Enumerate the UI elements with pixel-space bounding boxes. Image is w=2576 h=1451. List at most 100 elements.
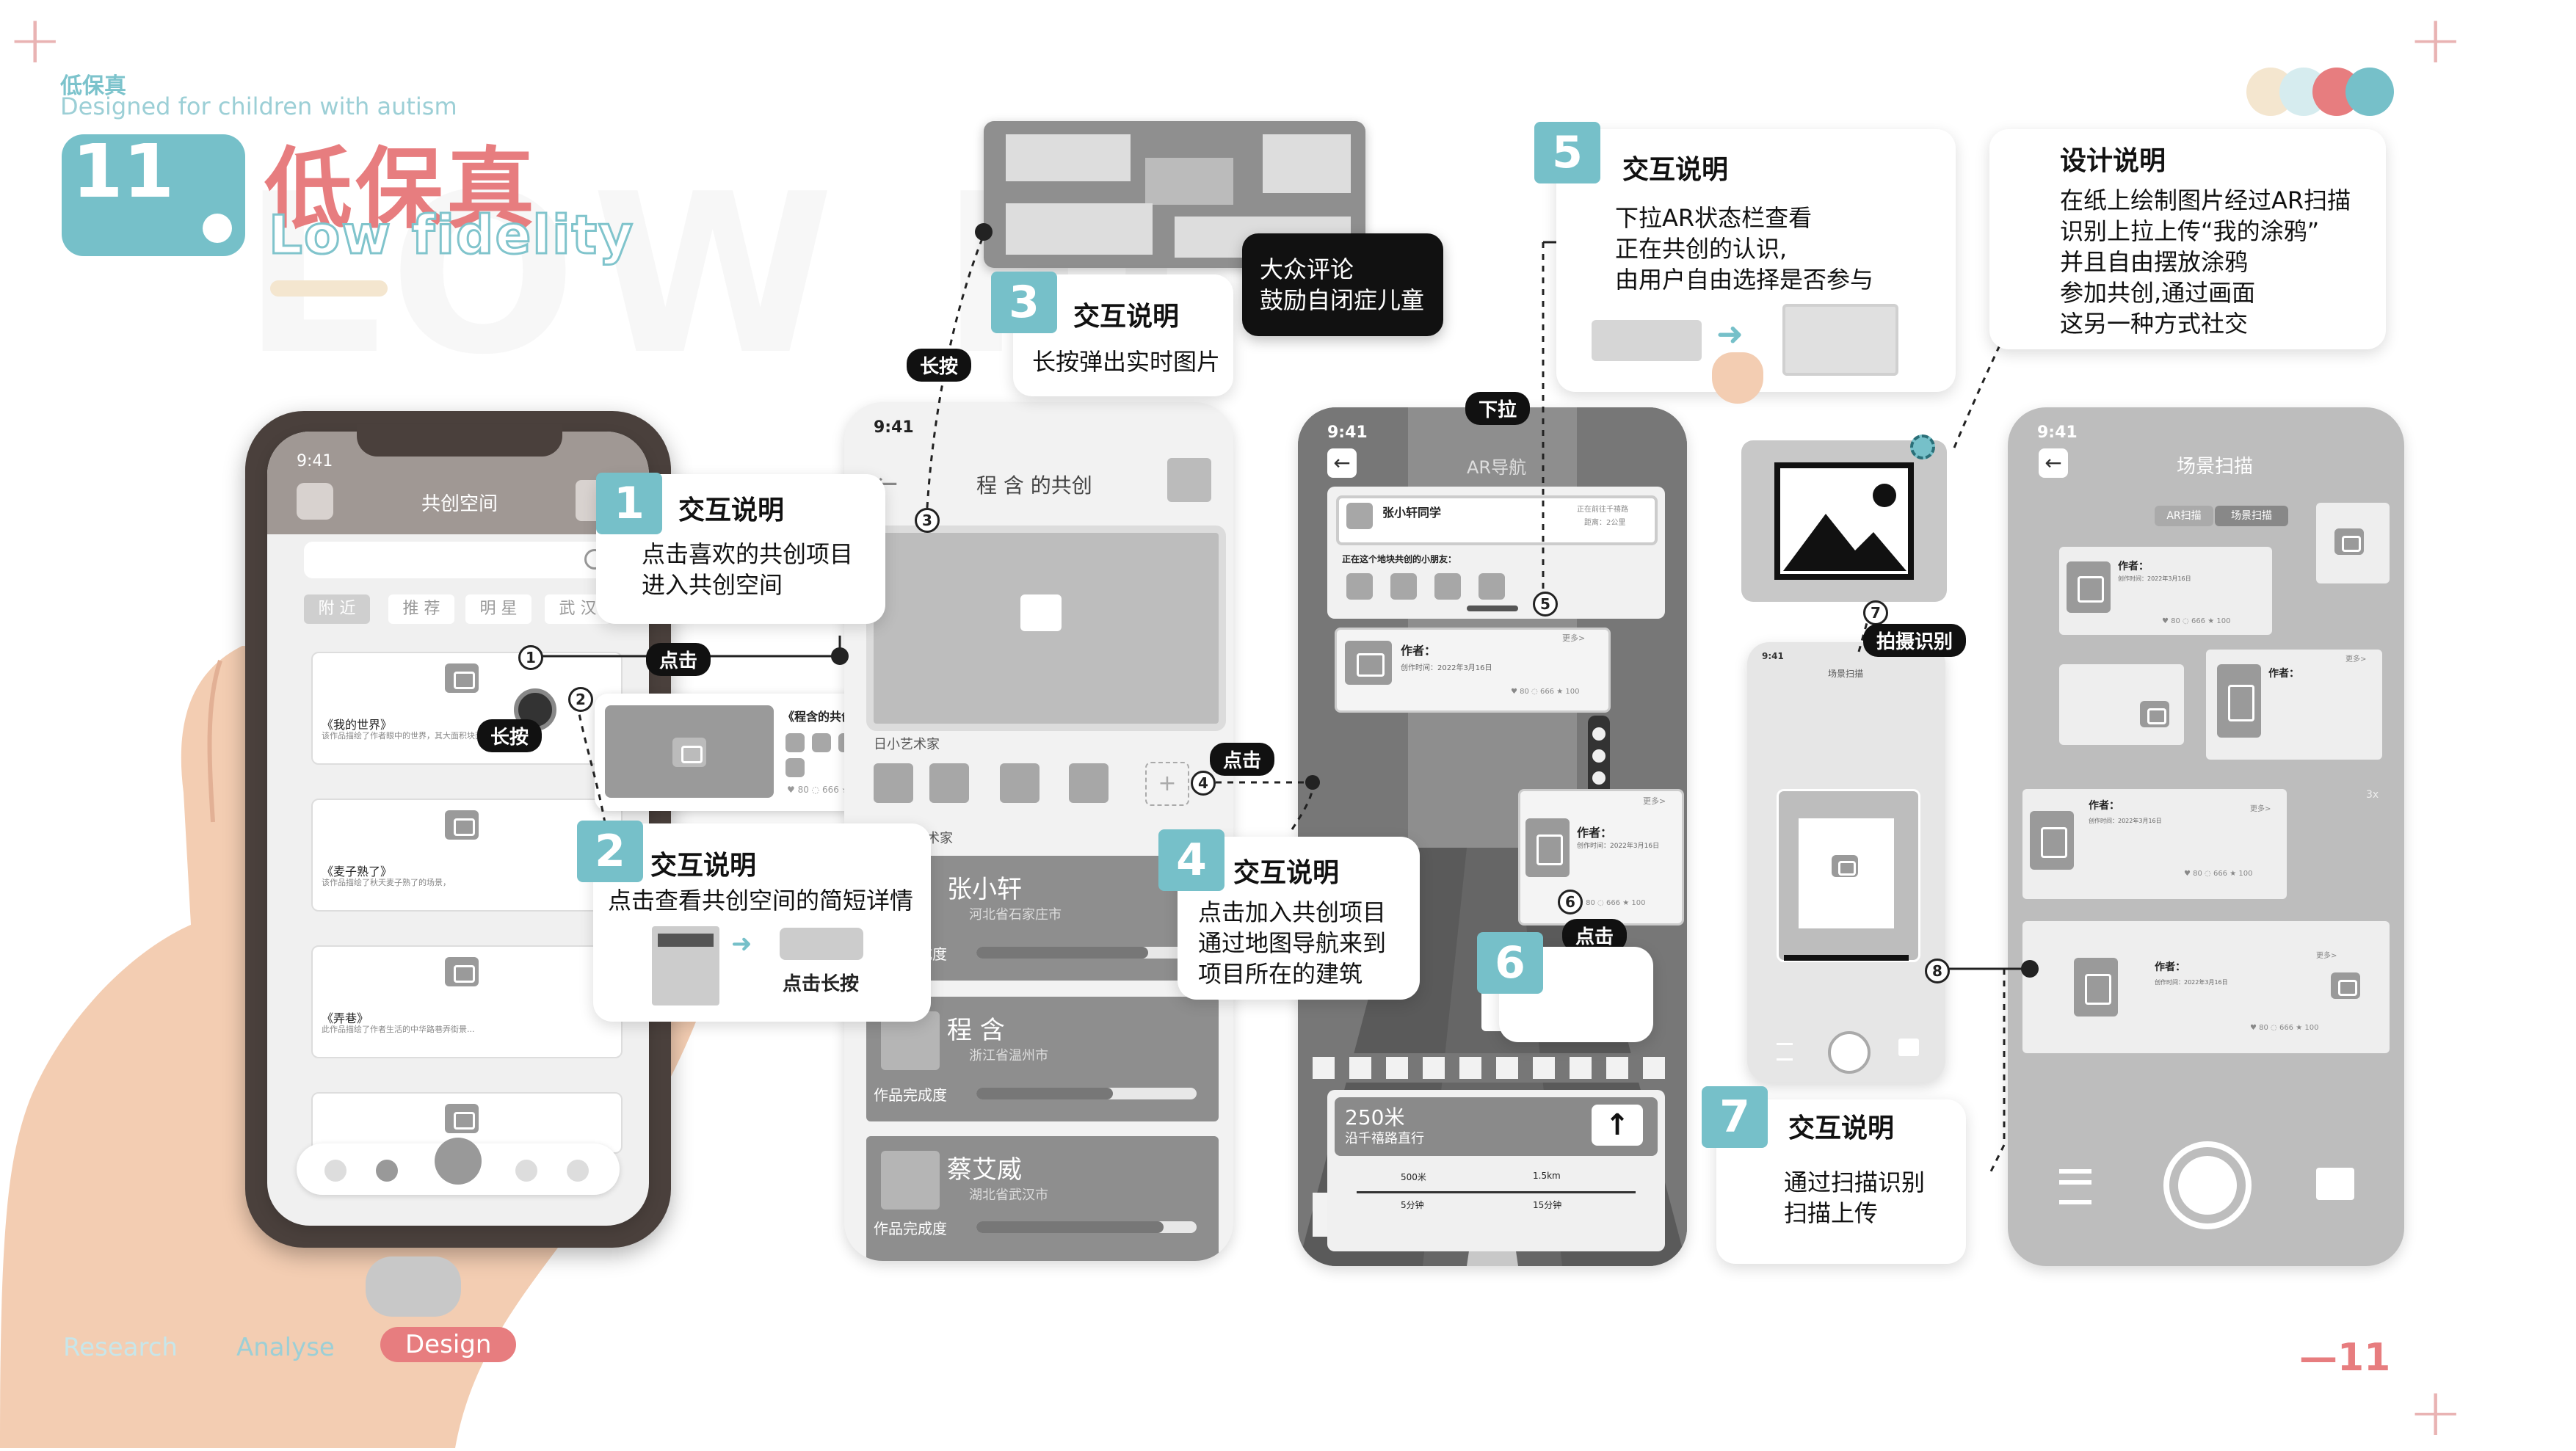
project-card[interactable]: 《弄巷》 此作品描绘了作者生活的中华路巷弄街景... xyxy=(311,945,623,1058)
app-icon[interactable] xyxy=(297,483,333,520)
callout-text: 点击查看共创空间的简短详情 xyxy=(608,887,914,914)
participant-avatar[interactable] xyxy=(1346,573,1373,600)
image-placeholder-icon xyxy=(445,810,479,840)
brand-title: 低保真 xyxy=(60,73,126,99)
callout-title: 交互说明 xyxy=(678,495,785,526)
shutter-button[interactable] xyxy=(1828,1031,1871,1074)
image-placeholder-icon xyxy=(1345,641,1392,685)
gallery-icon[interactable] xyxy=(1898,1039,1919,1056)
nav-dot-icon[interactable] xyxy=(567,1160,589,1182)
phone-1-title: 共创空间 xyxy=(421,493,498,515)
nav-time-1: 5分钟 xyxy=(1401,1200,1424,1210)
callout-title: 交互说明 xyxy=(1233,858,1340,888)
palette-dot xyxy=(2345,68,2394,116)
callout-title: 交互说明 xyxy=(1073,302,1180,332)
phone-3-title: AR导航 xyxy=(1467,457,1527,478)
participant-avatar[interactable] xyxy=(1479,573,1505,600)
artist-avatar[interactable] xyxy=(1069,763,1109,803)
status-time: 9:41 xyxy=(2037,423,2078,442)
action-longpress-pill: 长按 xyxy=(907,349,972,382)
step-marker-8: 8 xyxy=(1925,959,1950,983)
more-link[interactable]: 更多> xyxy=(2316,952,2337,960)
nav-dot-icon[interactable] xyxy=(515,1160,537,1182)
phone-5-screen: 9:41 ← 场景扫描 AR扫描 场景扫描 作者： 创作时间：2022年3月16… xyxy=(2008,407,2404,1266)
artist-name: 蔡艾威 xyxy=(947,1155,1022,1185)
tab-ar-scan[interactable]: AR扫描 xyxy=(2155,506,2213,526)
card-title: 《我的世界》 xyxy=(322,718,393,732)
author-label: 作者： xyxy=(2268,668,2299,680)
preview-tile xyxy=(1006,203,1153,255)
menu-icon[interactable] xyxy=(2059,1169,2091,1204)
project-card[interactable]: 《我的世界》 该作品描绘了作者眼中的世界，其大面积块面色彩使用... xyxy=(311,652,623,765)
action-click-pill: 点击 xyxy=(646,643,711,676)
created-label: 创作时间：2022年3月16日 xyxy=(2155,979,2228,986)
project-card[interactable]: 《麦子熟了》 该作品描绘了秋天麦子熟了的场景， xyxy=(311,799,623,912)
add-artist-button[interactable]: + xyxy=(1145,762,1189,806)
artist-avatar[interactable] xyxy=(874,763,913,803)
search-input[interactable] xyxy=(304,542,612,578)
image-placeholder-icon xyxy=(1020,594,1062,631)
progress-label: 作品完成度 xyxy=(874,1086,947,1104)
tab-recommend[interactable]: 推 荐 xyxy=(388,594,454,624)
progress-bar xyxy=(976,1221,1197,1233)
up-arrow-icon: ↑ xyxy=(1592,1105,1643,1146)
artist-avatar[interactable] xyxy=(929,763,969,803)
nav-dot-icon[interactable] xyxy=(376,1160,398,1182)
more-link[interactable]: 更多> xyxy=(1562,633,1586,643)
avatar xyxy=(812,733,831,752)
progress-fill xyxy=(976,947,1148,959)
tab-nearby[interactable]: 附 近 xyxy=(304,594,370,624)
author-label: 作者： xyxy=(1577,826,1613,840)
participant-avatar[interactable] xyxy=(1434,573,1461,600)
footer-nav-design[interactable]: Design xyxy=(380,1327,517,1362)
phone-1-notch xyxy=(357,424,562,457)
popup-card[interactable]: 《程含的共创》 ♥ 80 ◌ 666 ★ 100 xyxy=(595,694,888,811)
callout-badge: 4 xyxy=(1158,829,1224,891)
shutter-inner xyxy=(2178,1156,2237,1215)
demo-action-label: 点击长按 xyxy=(783,973,860,995)
artist-avatar[interactable] xyxy=(1000,763,1040,803)
author-label: 作者： xyxy=(2089,800,2119,812)
preview-tile xyxy=(1263,134,1351,193)
participants-label: 正在这个地块共创的小朋友： xyxy=(1342,554,1457,564)
tab-star[interactable]: 明 星 xyxy=(465,594,531,624)
corner-plus-icon: + xyxy=(7,1,63,79)
avatar[interactable] xyxy=(1167,458,1211,502)
zoom-label: 3x xyxy=(2366,789,2379,801)
image-placeholder-icon xyxy=(445,663,479,693)
image-placeholder-icon xyxy=(445,1104,479,1133)
more-link[interactable]: 更多> xyxy=(2345,655,2367,663)
image-placeholder-icon xyxy=(1525,818,1570,877)
image-placeholder-icon xyxy=(1832,855,1858,877)
footer-nav-analyse[interactable]: Analyse xyxy=(236,1333,335,1362)
more-link[interactable]: 更多> xyxy=(2250,805,2271,813)
artist-avatar xyxy=(881,1151,940,1210)
image-icon xyxy=(1774,462,1914,580)
nav-distance: 250米 xyxy=(1345,1105,1405,1130)
author-label: 作者： xyxy=(1401,644,1437,658)
participant-avatar[interactable] xyxy=(1390,573,1417,600)
menu-icon[interactable] xyxy=(1777,1043,1793,1061)
step-marker-4: 4 xyxy=(1191,771,1216,796)
nav-dot-icon[interactable] xyxy=(324,1160,347,1182)
corner-plus-icon: + xyxy=(2408,1,2464,79)
nav-center-button[interactable] xyxy=(435,1138,482,1185)
back-button[interactable]: ← xyxy=(1327,448,1357,478)
nav-sub: 沿千禧路直行 xyxy=(1345,1131,1424,1146)
gallery-icon[interactable] xyxy=(2316,1168,2354,1200)
page-number: —11 xyxy=(2299,1336,2391,1380)
artwork-stats: ♥ 80 ◌ 666 ★ 100 xyxy=(2250,1024,2319,1032)
footer-nav-research[interactable]: Research xyxy=(63,1333,178,1362)
demo-bar-after xyxy=(1782,304,1898,376)
phone-4-screen: 9:41 场景扫描 xyxy=(1747,642,1945,1083)
phone-2-title: 程 含 的共创 xyxy=(976,473,1092,498)
back-button[interactable]: ← xyxy=(2039,448,2068,478)
callout-text: 点击喜欢的共创项目 进入共创空间 xyxy=(642,540,854,599)
progress-fill xyxy=(976,1088,1113,1099)
tab-scene-scan[interactable]: 场景扫描 xyxy=(2215,506,2288,526)
more-link[interactable]: 更多> xyxy=(1643,796,1666,806)
callout-text: 通过扫描识别 扫描上传 xyxy=(1784,1168,1926,1227)
title-decoration-bar xyxy=(270,280,388,297)
pull-handle[interactable] xyxy=(1467,606,1518,611)
progress-fill xyxy=(976,1221,1164,1233)
